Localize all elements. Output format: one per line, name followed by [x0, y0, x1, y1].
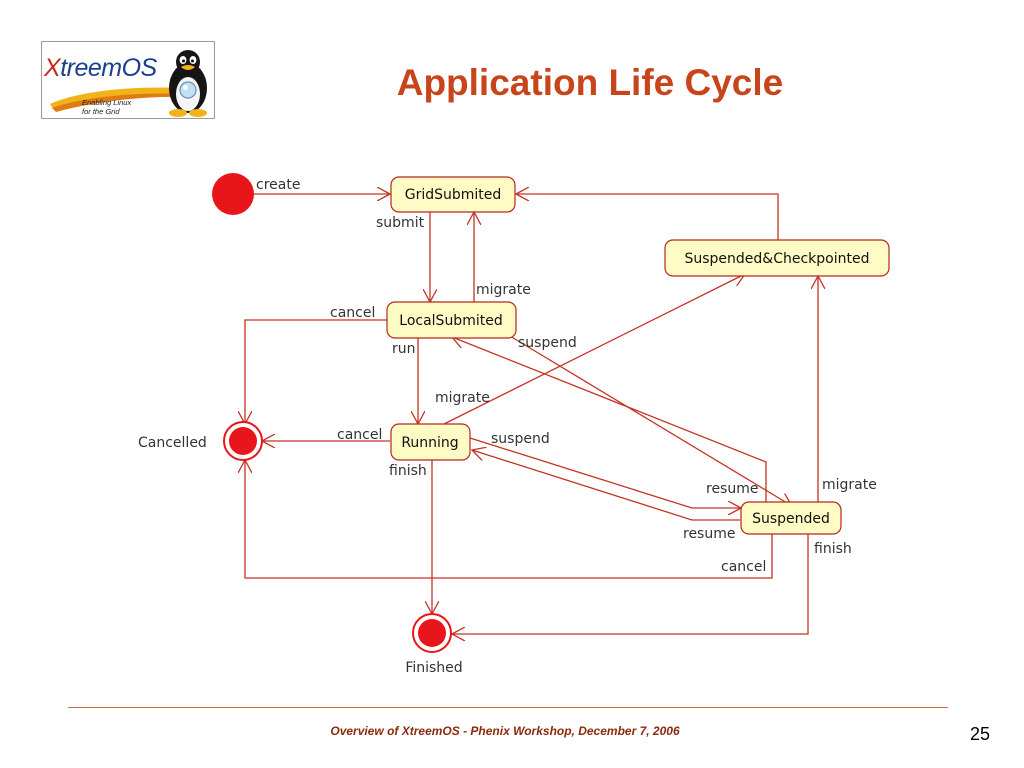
state-suspcheck: [664, 239, 890, 277]
xtreemos-logo: XtreemOS Enabling Linux for the Grid: [41, 41, 215, 119]
label-finished: Finished: [405, 660, 462, 676]
state-label-gridsubmited: GridSubmited: [405, 187, 502, 203]
edge-label-migrate-local: migrate: [476, 282, 531, 298]
state-suspended: [740, 501, 842, 535]
edge-label-finish-suspended: finish: [814, 541, 852, 557]
footer-caption: Overview of XtreemOS - Phenix Workshop, …: [330, 724, 680, 738]
transition-suspend-local: [509, 335, 792, 506]
edge-label-cancel-local: cancel: [330, 305, 375, 321]
transition-suspend-running: [469, 437, 741, 508]
state-label-suspcheck: Suspended&Checkpointed: [684, 251, 869, 267]
transition-cancel-suspended: [245, 460, 773, 579]
state-label-suspended: Suspended: [752, 511, 830, 527]
edge-label-resume-local: resume: [706, 481, 758, 497]
edge-label-resume-running: resume: [683, 526, 735, 542]
slide-title: Application Life Cycle: [396, 62, 784, 103]
label-cancelled: Cancelled: [138, 435, 207, 451]
transition-resume-local: [452, 337, 767, 508]
initial-node: [212, 173, 254, 215]
state-running: [390, 423, 471, 461]
page-number: 25: [969, 724, 990, 744]
state-label-localsubmited: LocalSubmited: [399, 313, 502, 329]
state-label-running: Running: [401, 435, 458, 451]
edge-label-migrate-running: migrate: [435, 390, 490, 406]
edge-label-create: create: [256, 177, 300, 193]
penguin-icon: [169, 50, 207, 117]
logo-tagline: Enabling Linux for the Grid: [82, 98, 132, 116]
transition-resume-running: [472, 450, 740, 521]
transition-checkpoint-grid: [516, 194, 779, 240]
logo-wordmark: XtreemOS: [44, 54, 157, 82]
edge-label-submit: submit: [376, 215, 425, 231]
transition-migrate-running: [443, 274, 745, 425]
edge-label-suspend-running: suspend: [491, 431, 550, 447]
edge-label-run: run: [392, 341, 416, 357]
edge-label-cancel-running: cancel: [337, 427, 382, 443]
state-gridsubmited: [390, 176, 516, 213]
logo-swoosh: [50, 87, 182, 112]
transition-cancel-local: [245, 319, 387, 424]
transition-finish-suspended: [452, 534, 809, 634]
final-node-cancelled: [223, 421, 263, 461]
edge-label-migrate-suspended: migrate: [822, 477, 877, 493]
edge-label-cancel-suspended: cancel: [721, 559, 766, 575]
edge-label-suspend-local: suspend: [518, 335, 577, 351]
final-node-finished: [412, 613, 452, 653]
state-localsubmited: [386, 301, 517, 339]
footer-divider: [68, 707, 948, 708]
edge-label-finish-running: finish: [389, 463, 427, 479]
